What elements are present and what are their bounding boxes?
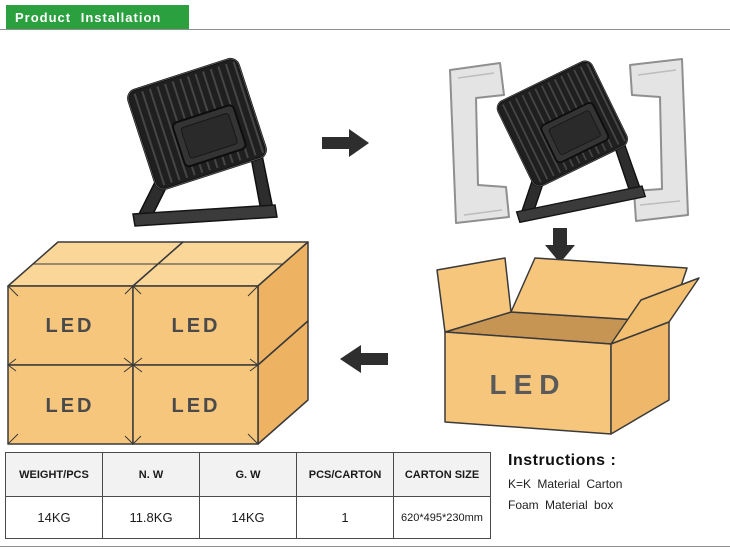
col-header-carton-size: CARTON SIZE [393, 452, 491, 497]
led-label: LED [172, 315, 221, 337]
floodlight-in-foam-icon [489, 52, 648, 225]
instructions-title: Instructions : [508, 452, 617, 469]
floodlight-photo [124, 55, 278, 228]
instructions-line-2: Foam Material box [508, 498, 614, 512]
led-label: LED [172, 395, 221, 417]
col-header-net-weight: N. W [102, 452, 200, 497]
instructions-section: Instructions : K=K Material Carton Foam … [508, 452, 726, 512]
table-row: 14KG 11.8KG 14KG 1 620*495*230mm [5, 496, 491, 539]
floodlight-icon [124, 55, 278, 228]
carton-left-flap [436, 257, 512, 333]
open-carton-illustration: LED [436, 257, 700, 435]
arrow-right-icon [322, 129, 369, 157]
section-header: Product Installation [6, 5, 189, 29]
packing-spec-table: WEIGHT/PCS N. W G. W PCS/CARTON CARTON S… [5, 452, 491, 539]
table-header-row: WEIGHT/PCS N. W G. W PCS/CARTON CARTON S… [5, 452, 491, 497]
col-header-pcs-carton: PCS/CARTON [296, 452, 394, 497]
header-divider [0, 29, 730, 30]
arrow-left-icon [340, 345, 388, 373]
led-label: LED [46, 315, 95, 337]
instructions-line-1: K=K Material Carton [508, 477, 623, 491]
cell-carton-size: 620*495*230mm [393, 496, 491, 539]
cell-gross-weight: 14KG [199, 496, 297, 539]
arrow-down-icon [545, 228, 575, 263]
cell-net-weight: 11.8KG [102, 496, 200, 539]
cell-pcs-carton: 1 [296, 496, 394, 539]
carton-side-face [610, 321, 670, 435]
foam-packing-illustration [449, 52, 689, 225]
led-label: LED [490, 369, 567, 400]
page-bottom-divider [0, 546, 730, 547]
carton-corner-marks [7, 285, 259, 445]
col-header-weight-pcs: WEIGHT/PCS [5, 452, 103, 497]
foam-bracket-left [449, 62, 510, 224]
led-label: LED [46, 395, 95, 417]
foam-detail-lines [457, 69, 681, 216]
carton-stack-illustration: LED LED LED LED [7, 241, 309, 445]
cell-weight-pcs: 14KG [5, 496, 103, 539]
page-title: Product Installation [15, 9, 162, 25]
col-header-gross-weight: G. W [199, 452, 297, 497]
